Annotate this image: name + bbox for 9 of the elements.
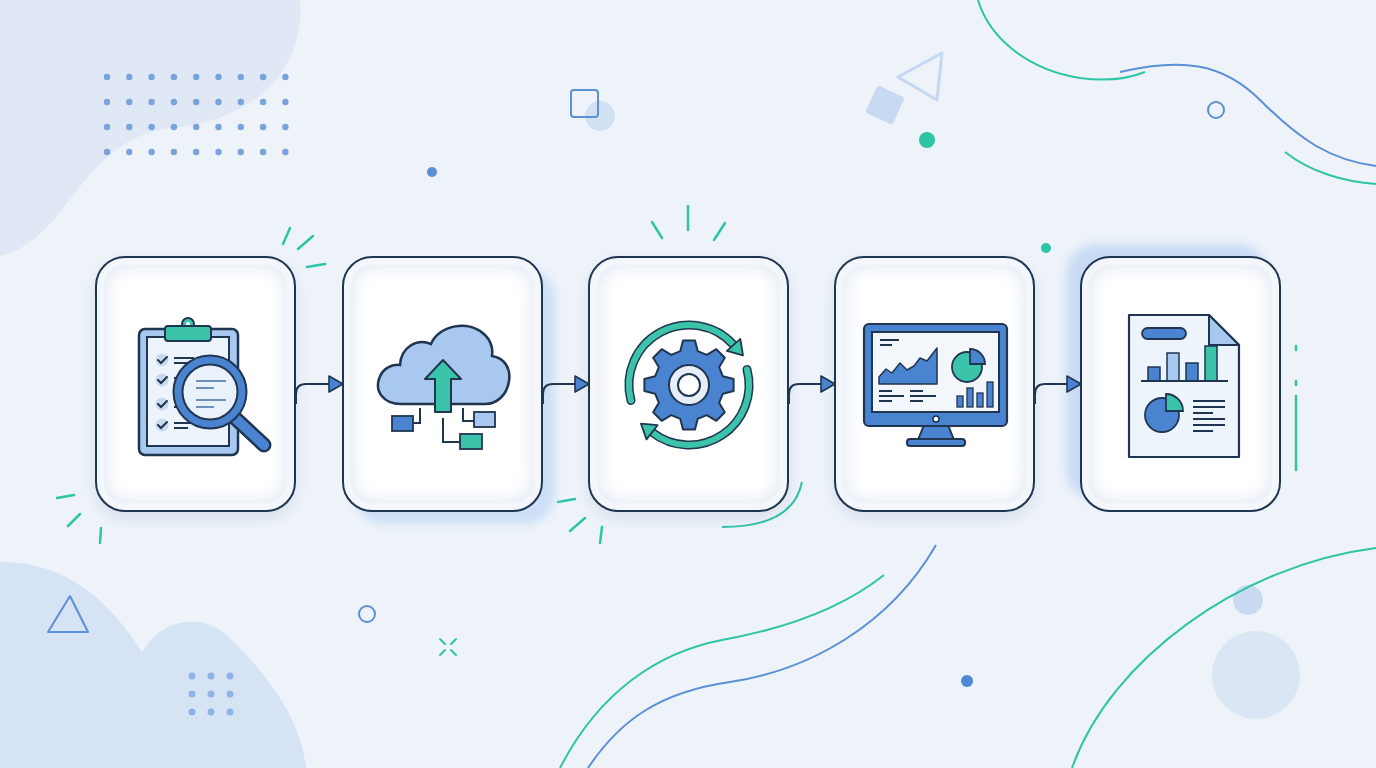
connector-arrow [542, 375, 590, 405]
step-card [588, 256, 789, 512]
step-card [1080, 256, 1281, 512]
connector-arrow [788, 375, 836, 405]
connector-arrow [295, 375, 344, 405]
step-card [834, 256, 1035, 512]
step-card [95, 256, 296, 512]
connector-arrow [1034, 375, 1082, 405]
step-card [342, 256, 543, 512]
